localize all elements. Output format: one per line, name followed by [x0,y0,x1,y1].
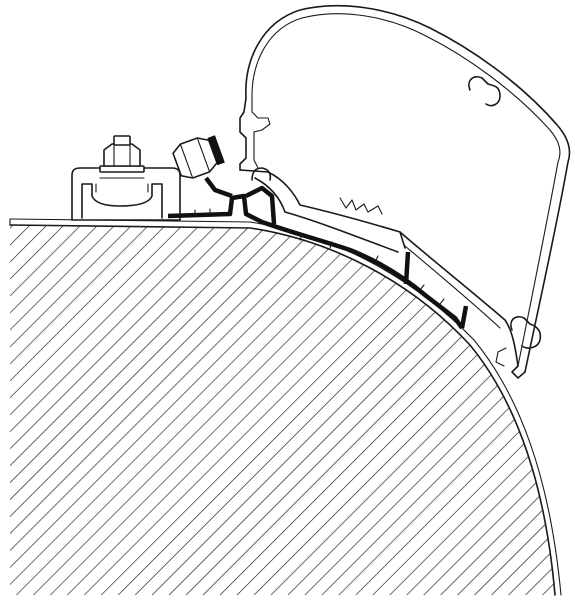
housing-top-clip [468,75,501,107]
roof-hatched-body [10,225,555,595]
adapter-bolt-facet-a [180,144,193,178]
adapter-bolt [172,135,225,179]
seal-main-strip [167,193,464,330]
adapter-bolt-washer [207,135,225,166]
nut-hex [103,143,141,167]
housing-rear-neck-inner [251,95,271,169]
adapter-upper-arm [239,169,406,249]
rail-channel [81,183,163,219]
seal-riser-right [403,251,411,285]
housing-bottom-flap [399,231,519,367]
adapter-bolt-facet-b [197,138,210,172]
housing-bottom-clip [510,315,542,349]
seal-riser-left [204,176,233,199]
housing-front-lip [511,365,526,379]
bolt-shank-top [113,135,131,146]
bolt-nut [99,135,145,173]
gasket-seal [167,176,469,330]
adapter-lower-arm [254,177,399,253]
housing-outer-shell [245,4,571,373]
mounting-rail [71,167,181,221]
adapter-profile [239,167,406,253]
seal-end-tab [459,305,469,329]
rail-outer [71,167,181,221]
housing-inner-shell [251,13,561,367]
seal-teeth [179,208,445,305]
housing-rear-neck [239,97,247,171]
seal-riser-mid [244,185,277,225]
housing-bottom-flap-inner [404,245,501,329]
awning-housing [239,4,571,379]
housing-clip-hook [495,347,507,367]
rail-inner-lip [95,177,149,193]
adapter-clip-ribs [339,197,383,215]
roof-section [9,218,562,596]
roof-outer-surface [9,224,556,596]
adapter-hook [251,167,272,181]
bolt-washer [99,165,145,173]
